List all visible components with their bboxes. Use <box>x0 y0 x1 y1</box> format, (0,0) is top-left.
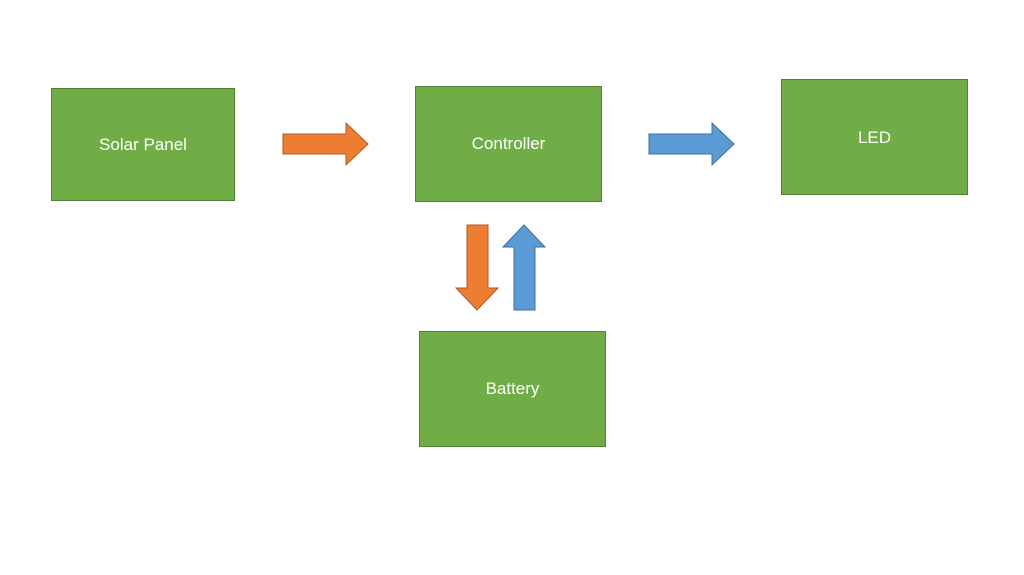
led-box: LED <box>781 79 968 195</box>
solar-panel-label: Solar Panel <box>99 134 187 154</box>
led-label: LED <box>857 128 892 147</box>
battery-box: Battery <box>419 331 606 447</box>
arrow-battery-to-controller <box>501 224 547 311</box>
arrow-controller-to-led <box>648 121 735 167</box>
battery-label: Battery <box>485 379 540 398</box>
controller-box: Controller <box>415 86 602 202</box>
solar-panel-box: Solar Panel <box>51 88 235 201</box>
arrow-controller-to-battery <box>454 224 500 311</box>
arrow-solar-to-controller <box>282 121 369 167</box>
controller-label: Controller <box>471 134 546 153</box>
